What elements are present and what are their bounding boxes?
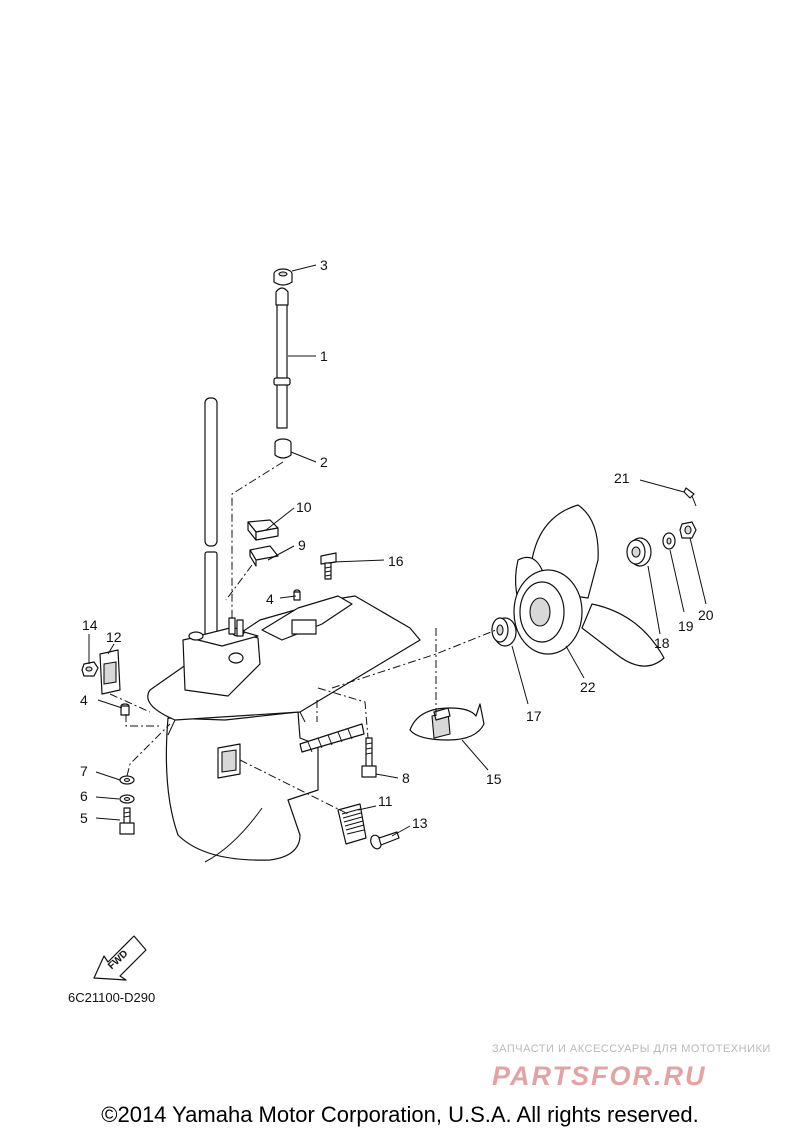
callout-14: 14 bbox=[82, 617, 98, 633]
callout-2: 2 bbox=[320, 454, 328, 470]
watermark-subtitle: ЗАПЧАСТИ И АКСЕССУАРЫ ДЛЯ МОТОТЕХНИКИ bbox=[492, 1043, 771, 1055]
washer-part-6 bbox=[119, 794, 135, 804]
washer-part-18 bbox=[626, 537, 652, 567]
callout-3: 3 bbox=[320, 257, 328, 273]
callout-7: 7 bbox=[80, 763, 88, 779]
callout-9: 9 bbox=[298, 537, 306, 553]
watermark-logo: PARTSFOR.RU bbox=[492, 1061, 707, 1090]
callout-22: 22 bbox=[580, 679, 596, 695]
drawing-code: 6C21100-D290 bbox=[68, 990, 156, 1005]
bolt-part-5 bbox=[119, 807, 135, 835]
propeller-part-22 bbox=[513, 504, 665, 667]
lower-casing bbox=[147, 595, 421, 863]
anode-part-11 bbox=[337, 803, 367, 845]
callout-13: 13 bbox=[412, 815, 428, 831]
callout-1: 1 bbox=[320, 348, 328, 364]
washer-part-19 bbox=[662, 532, 676, 550]
bolt-part-16 bbox=[320, 552, 337, 580]
callout-20: 20 bbox=[698, 607, 714, 623]
bolt-part-8 bbox=[361, 737, 377, 778]
callout-4-lower: 4 bbox=[80, 692, 88, 708]
fwd-arrow-icon: FWD bbox=[93, 935, 147, 981]
water-tube-part-1 bbox=[273, 287, 291, 429]
cotter-pin-part-21 bbox=[683, 487, 697, 507]
nut-part-20 bbox=[679, 521, 697, 539]
bracket-part-9 bbox=[249, 545, 279, 567]
copyright-notice: ©2014 Yamaha Motor Corporation, U.S.A. A… bbox=[101, 1102, 699, 1127]
callout-16: 16 bbox=[388, 553, 404, 569]
callout-5: 5 bbox=[80, 810, 88, 826]
spacer-part-17 bbox=[491, 617, 517, 647]
dowel-pin-part-4-upper bbox=[293, 589, 301, 601]
anode-part-12 bbox=[99, 649, 121, 695]
watermark-logo-text: PARTSFOR.RU bbox=[492, 1061, 707, 1090]
callout-6: 6 bbox=[80, 788, 88, 804]
nut-part-14 bbox=[81, 661, 99, 677]
callout-18: 18 bbox=[654, 635, 670, 651]
callout-11: 11 bbox=[378, 793, 393, 809]
callout-8: 8 bbox=[402, 770, 410, 786]
callout-10: 10 bbox=[296, 499, 312, 515]
assembly-lines bbox=[109, 461, 497, 816]
plate-part-10 bbox=[247, 519, 279, 541]
grommet-part-2 bbox=[274, 438, 292, 459]
washer-part-7 bbox=[119, 775, 135, 785]
callout-numbers: 3 1 2 10 9 4 16 14 12 4 7 6 5 8 11 13 15… bbox=[80, 257, 714, 831]
leader-lines bbox=[88, 264, 707, 837]
grommet-part-3 bbox=[273, 268, 293, 286]
drive-shaft bbox=[204, 397, 218, 639]
callout-12: 12 bbox=[106, 629, 122, 645]
dowel-pin-part-4-lower bbox=[120, 703, 130, 716]
callout-15: 15 bbox=[486, 771, 502, 787]
callout-21: 21 bbox=[614, 470, 630, 486]
thrust-washer-part-15 bbox=[409, 703, 485, 741]
callout-4-upper: 4 bbox=[266, 591, 274, 607]
callout-17: 17 bbox=[526, 708, 542, 724]
callout-19: 19 bbox=[678, 618, 694, 634]
